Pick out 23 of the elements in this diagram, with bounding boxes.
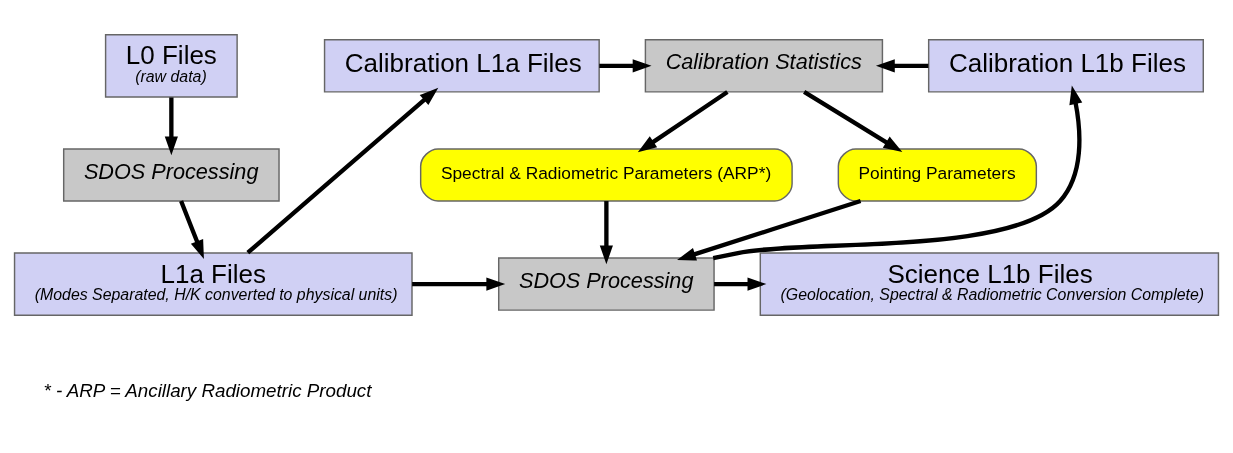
label: * - ARP = Ancillary Radiometric Product [43, 379, 372, 401]
arrow [246, 87, 439, 254]
arrow [637, 89, 729, 152]
arrow [803, 89, 903, 152]
arrow [677, 198, 862, 260]
node-box: Science L1b Files (Geolocation, Spectral & Radiometric Conversion Complete) [759, 251, 1220, 316]
node-box: Spectral & Radiometric Parameters (ARP*) [419, 147, 793, 202]
arrow [714, 277, 767, 291]
node-box: Pointing Parameters [837, 147, 1038, 202]
node-box: Calibration L1a Files [323, 38, 600, 93]
node-box: L0 Files (raw data) [104, 33, 238, 98]
arrow [599, 58, 652, 72]
node-box: Calibration Statistics [644, 38, 884, 93]
node-box: L1a Files (Modes Separated, H/K converted to physical units) [13, 251, 413, 316]
arrow [179, 199, 204, 259]
arrow [712, 85, 1083, 260]
arrow [599, 200, 613, 264]
node-box: Calibration L1b Files [927, 38, 1204, 93]
node-box: SDOS Processing [62, 147, 280, 202]
arrow [875, 58, 929, 72]
arrow [164, 96, 178, 155]
arrow [412, 277, 506, 291]
node-box: SDOS Processing [498, 256, 715, 311]
